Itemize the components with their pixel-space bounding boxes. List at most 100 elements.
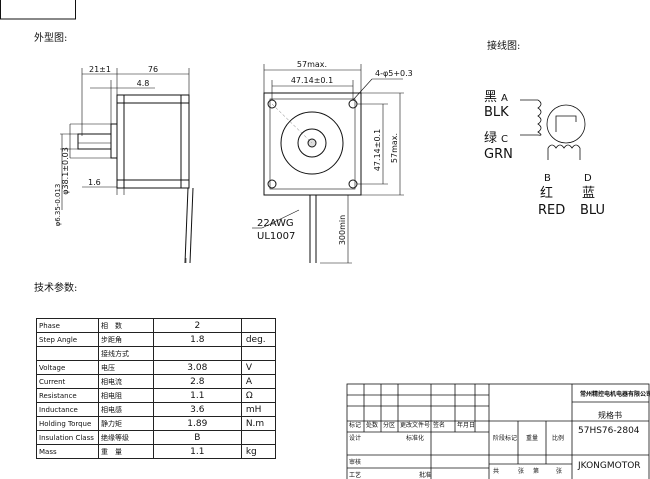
- param-name-cn: 步距角: [97, 332, 154, 347]
- param-unit: [240, 346, 277, 361]
- motor-side-view: [77, 94, 194, 264]
- tb-rev-doc: 更改文件号: [400, 421, 430, 429]
- tb-sheet-unit: 张: [556, 467, 562, 475]
- param-name-cn: 相电感: [97, 402, 154, 417]
- wire-red-en: RED: [538, 203, 565, 218]
- param-unit: V: [240, 360, 277, 375]
- dim-57max-top: 57max.: [297, 60, 327, 69]
- param-unit: N.m: [240, 416, 277, 431]
- tb-rev-mark: 标记: [349, 421, 361, 429]
- param-unit: Ω: [240, 388, 277, 403]
- front-dimension-lines: [252, 64, 404, 264]
- corner-box: [0, 0, 76, 20]
- tb-rev-sign: 签名: [433, 421, 445, 429]
- param-name-cn: 相 数: [97, 318, 154, 333]
- tb-rev-date: 年月日: [457, 421, 475, 429]
- wire-black-cn: 黑: [484, 90, 497, 105]
- param-unit: [240, 430, 277, 445]
- wiring-heading: 接线图:: [487, 41, 521, 52]
- wire-green-pin: C: [501, 134, 508, 145]
- dim-47-side: 47.14±0.1: [373, 129, 382, 171]
- param-value: 3.08: [152, 360, 242, 375]
- wire-black-en: BLK: [484, 105, 509, 120]
- param-name-en: Phase: [36, 318, 99, 333]
- tb-spec-label: 规格书: [598, 410, 622, 420]
- wire-green-cn: 绿: [484, 131, 497, 146]
- tb-standard: 标准化: [406, 434, 424, 442]
- dim-lead-length: 300min: [338, 215, 347, 245]
- tb-craft: 工艺: [349, 471, 361, 479]
- param-value: 2.8: [152, 374, 242, 389]
- wire-green-en: GRN: [484, 147, 513, 162]
- side-dimension-lines: [60, 68, 190, 210]
- tb-brand: JKONGMOTOR: [577, 461, 641, 471]
- dim-21: 21±1: [89, 65, 111, 74]
- param-name-cn: 相电阻: [97, 388, 154, 403]
- param-value: 1.1: [152, 388, 242, 403]
- param-name-en: Step Angle: [36, 332, 99, 347]
- tb-rev-zone: 分区: [383, 421, 395, 429]
- wire-spec-label: UL1007: [257, 231, 295, 242]
- param-unit: mH: [240, 402, 277, 417]
- param-unit: A: [240, 374, 277, 389]
- dim-shaft-dia: φ6.35-0.013: [54, 184, 62, 227]
- param-value: 1.8: [152, 332, 242, 347]
- dim-47-top: 47.14±0.1: [291, 76, 333, 85]
- tb-design: 设计: [349, 434, 361, 442]
- wire-gauge-label: 22AWG: [257, 218, 294, 229]
- motor-front-view: [263, 92, 362, 263]
- wire-red-cn: 红: [540, 185, 553, 201]
- param-name-cn: 静力矩: [97, 416, 154, 431]
- tb-model: 57HS76-2804: [578, 426, 640, 436]
- tb-company: 常州精控电机电器有限公司: [580, 390, 650, 398]
- param-name-en: Inductance: [36, 402, 99, 417]
- wire-blue-pin: D: [584, 173, 592, 184]
- param-value: [152, 346, 242, 361]
- param-value: 3.6: [152, 402, 242, 417]
- wire-black-pin: A: [501, 93, 508, 104]
- param-unit: kg: [240, 444, 277, 459]
- param-name-cn: 重 量: [97, 444, 154, 459]
- param-name-en: Mass: [36, 444, 99, 459]
- tb-approve: 批准: [419, 471, 431, 479]
- tb-weight: 重量: [526, 434, 538, 442]
- param-name-cn: 接线方式: [97, 346, 154, 361]
- param-name-en: Voltage: [36, 360, 99, 375]
- param-name-cn: 绝缘等级: [97, 430, 154, 445]
- dim-1-6: 1.6: [88, 178, 101, 187]
- tb-review: 审核: [349, 458, 361, 466]
- param-name-cn: 相电流: [97, 374, 154, 389]
- tb-rev-count: 处数: [366, 421, 378, 429]
- dim-76: 76: [148, 65, 158, 74]
- tb-scale: 比例: [552, 434, 564, 442]
- params-heading: 技术参数:: [34, 283, 78, 294]
- wire-red-pin: B: [544, 173, 551, 184]
- param-name-en: [36, 346, 99, 361]
- param-name-en: Insulation Class: [36, 430, 99, 445]
- param-unit: deg.: [240, 332, 277, 347]
- param-value: B: [152, 430, 242, 445]
- tb-sheet-of: 张: [518, 467, 524, 475]
- param-value: 1.89: [152, 416, 242, 431]
- param-value: 1.1: [152, 444, 242, 459]
- tb-total: 共: [493, 467, 499, 475]
- outline-heading: 外型图:: [34, 33, 68, 44]
- wire-blue-en: BLU: [580, 203, 605, 218]
- dim-57max-side: 57max.: [390, 133, 399, 163]
- param-name-en: Resistance: [36, 388, 99, 403]
- title-block-grid: [346, 383, 650, 479]
- param-name-en: Current: [36, 374, 99, 389]
- wiring-schematic: [520, 99, 586, 160]
- param-unit: [240, 318, 277, 333]
- param-row: 接线方式: [36, 346, 277, 361]
